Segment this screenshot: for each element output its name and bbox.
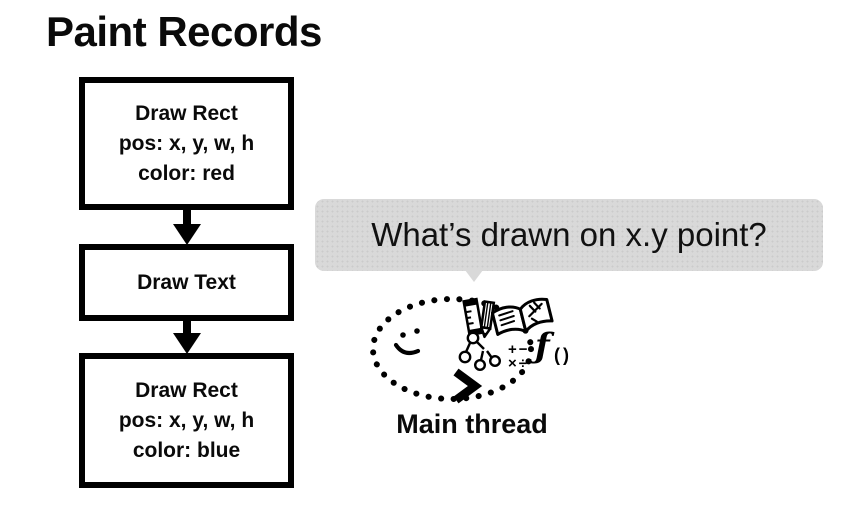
page-title: Paint Records: [46, 8, 322, 55]
main-thread-illustration: +− ×÷ ƒ (): [370, 296, 572, 404]
dotted-ellipse: [370, 296, 534, 402]
speech-bubble-tail: [465, 270, 483, 282]
math-symbols-row1: +−: [508, 341, 530, 358]
speech-bubble: What’s drawn on x.y point?: [315, 199, 823, 282]
tree-diagram-icon: [458, 331, 501, 371]
flow-box-draw-rect-red: Draw Rect pos: x, y, w, h color: red: [79, 77, 294, 210]
flow-box-label: Draw Rect: [135, 378, 238, 402]
math-symbols: +− ×÷: [508, 341, 530, 372]
flow-box-label: color: blue: [132, 438, 241, 462]
pencil-icon: [479, 300, 496, 339]
flow-box-label: pos: x, y, w, h: [118, 131, 255, 155]
flow-box-label: pos: x, y, w, h: [118, 408, 255, 432]
ruler-icon: [462, 297, 484, 337]
chevron-right-icon: [453, 368, 483, 404]
function-parens: (): [554, 345, 572, 365]
flow-box-draw-text: Draw Text: [79, 244, 294, 321]
function-symbol: ƒ (): [528, 326, 572, 366]
book-icon: [490, 297, 554, 336]
flow-box-label: Draw Text: [137, 270, 236, 294]
flow-box-label: color: red: [138, 161, 235, 185]
speech-bubble-text: What’s drawn on x.y point?: [371, 216, 767, 253]
smiley-face-icon: [393, 328, 421, 356]
arrow-down-icon: [173, 209, 201, 245]
math-symbols-row2: ×÷: [508, 355, 529, 372]
arrow-down-icon: [173, 318, 201, 354]
main-thread-label: Main thread: [396, 409, 548, 439]
flow-box-label: Draw Rect: [135, 101, 238, 125]
flow-box-draw-rect-blue: Draw Rect pos: x, y, w, h color: blue: [79, 353, 294, 488]
function-f: ƒ: [528, 326, 555, 366]
